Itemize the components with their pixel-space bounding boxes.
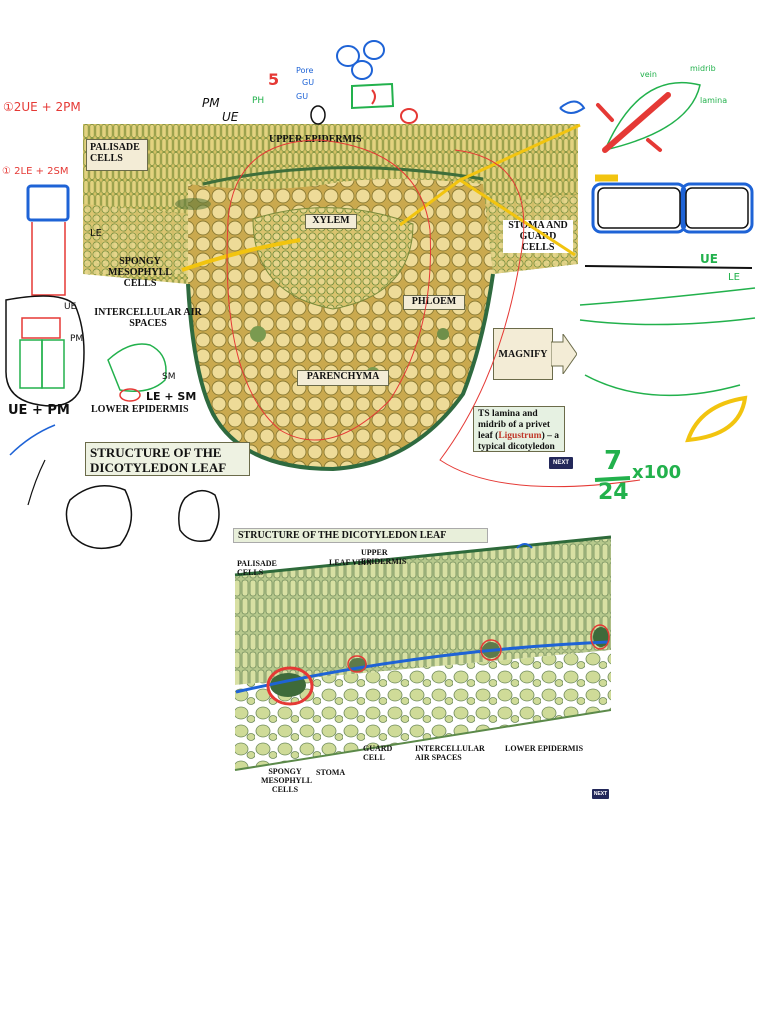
- slide2-guard-cell-label: GUARD CELL: [363, 744, 393, 762]
- xylem-label: XYLEM: [305, 214, 357, 229]
- note-leaf-vein: vein: [640, 70, 657, 79]
- slide2-palisade-label: PALISADE CELLS: [237, 559, 277, 577]
- slide2-lower-epidermis-label: LOWER EPIDERMIS: [505, 744, 584, 753]
- phloem-label: PHLOEM: [403, 295, 465, 310]
- intercellular-air-spaces-label: INTERCELLULAR AIR SPACES: [94, 307, 202, 329]
- note-ue-right: UE: [700, 252, 718, 266]
- slide2-leaf-vein-label: LEAF VEIN: [329, 558, 372, 567]
- note-ue-pm: UE + PM: [8, 403, 70, 418]
- spongy-mesophyll-label: SPONGY MESOPHYLL CELLS: [108, 256, 172, 289]
- palisade-cells-label: PALISADE CELLS: [86, 139, 148, 171]
- note-le-right: LE: [728, 272, 740, 283]
- slide2-upper-epidermis-label: UPPER EPIDERMIS: [361, 548, 407, 566]
- note-pore: Pore: [296, 66, 314, 75]
- note-ue-top: UE: [222, 110, 239, 124]
- caption-genus: Ligustrum: [498, 431, 542, 441]
- slide2-spongy-label: SPONGY MESOPHYLL CELLS: [261, 767, 313, 794]
- note-times-100: x100: [632, 462, 682, 483]
- slide1-title: STRUCTURE OF THE DICOTYLEDON LEAF: [85, 442, 250, 476]
- note-left-red2: ① 2LE + 2SM: [2, 166, 69, 177]
- note-leaf-midrib: midrib: [690, 64, 716, 73]
- lower-epidermis-label: LOWER EPIDERMIS: [91, 404, 189, 415]
- slide1-title-line2: DICOTYLEDON LEAF: [90, 460, 227, 475]
- note-fraction-denominator: 24: [598, 480, 629, 505]
- slide1-title-line1: STRUCTURE OF THE: [90, 445, 222, 460]
- note-gu: GU: [302, 78, 315, 87]
- note-fraction-numerator: 7: [604, 446, 623, 476]
- slide2-intercellular-label: INTERCELLULAR AIR SPACES: [415, 744, 485, 762]
- note-ph: PH: [252, 96, 265, 106]
- slide2-stoma-label: STOMA: [316, 768, 346, 777]
- note-sm: SM: [162, 372, 176, 382]
- magnify-arrow: MAGNIFY: [493, 328, 553, 380]
- note-leaf-lamina: lamina: [700, 96, 728, 105]
- note-five: 5: [268, 70, 280, 89]
- note-le-sm: LE + SM: [146, 390, 197, 403]
- upper-epidermis-label: UPPER EPIDERMIS: [269, 134, 362, 145]
- stoma-guard-cells-label: STOMA AND GUARD CELLS: [503, 220, 573, 253]
- note-left-red1: ①2UE + 2PM: [3, 100, 81, 114]
- caption-box: TS lamina and midrib of a privet leaf (L…: [473, 406, 565, 452]
- magnify-arrow-head: [551, 334, 577, 374]
- slide2-title: STRUCTURE OF THE DICOTYLEDON LEAF: [233, 528, 488, 543]
- note-pm-small: PM: [70, 334, 84, 344]
- note-ue-small: UE: [64, 302, 77, 312]
- note-le: LE: [90, 228, 102, 239]
- lamina-section-slide: STRUCTURE OF THE DICOTYLEDON LEAF PALISA…: [233, 525, 611, 803]
- next-button-2[interactable]: NEXT: [592, 789, 609, 799]
- leaf-cross-section-slide: PALISADE CELLS UPPER EPIDERMIS XYLEM SPO…: [83, 124, 578, 476]
- parenchyma-label: PARENCHYMA: [297, 370, 389, 386]
- note-gu2: GU: [296, 92, 309, 101]
- note-pm-top: PM: [202, 96, 220, 110]
- next-button-1[interactable]: NEXT: [549, 457, 573, 469]
